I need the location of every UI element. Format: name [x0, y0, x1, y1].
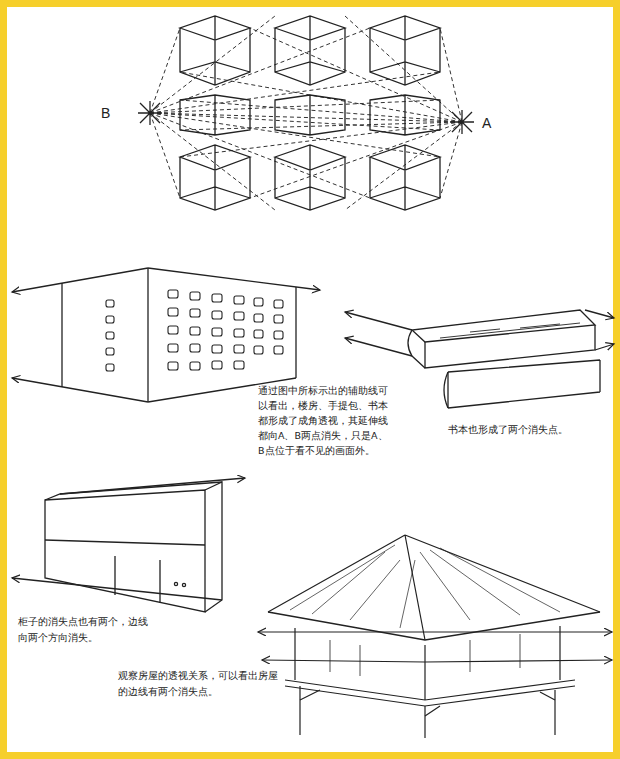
vanishing-point-label: B	[101, 104, 123, 122]
annotation-text: 通过图中所标示出的辅助线可以看出，楼房、手提包、书本都形成了成角透视，其延伸线都…	[258, 383, 388, 458]
cube-drawings	[138, 16, 474, 210]
house-sketch	[258, 535, 612, 738]
building-sketch	[12, 268, 320, 402]
annotation-text: 书本也形成了两个消失点。	[448, 422, 598, 437]
cabinet-sketch	[12, 478, 245, 612]
annotation-text: 柜子的消失点也有两个，边线向两个方向消失。	[18, 614, 152, 646]
guide-lines	[150, 16, 462, 210]
vanishing-point-label: A	[482, 114, 504, 132]
annotation-text: 观察房屋的透视关系，可以看出房屋的边线有两个消失点。	[118, 668, 280, 700]
